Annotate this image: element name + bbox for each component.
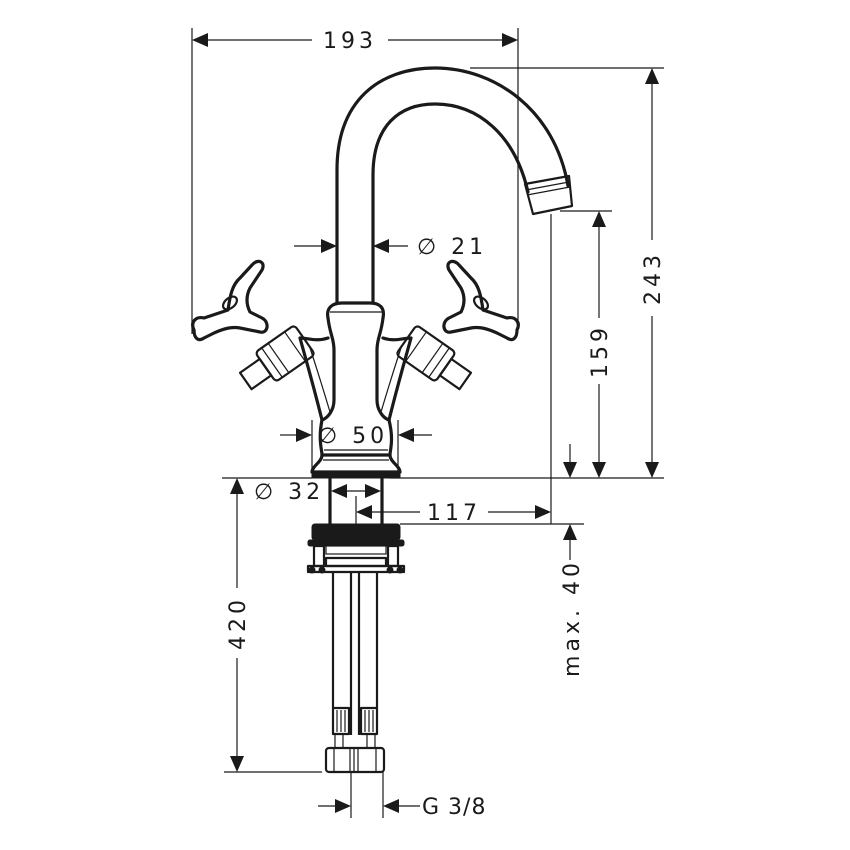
faucet-outline: [191, 66, 574, 774]
label-spout-diameter: ∅ 21: [417, 235, 487, 260]
dimension-lines: [191, 28, 664, 818]
dim-spout-height: [560, 210, 612, 478]
label-spout-reach: 117: [427, 501, 481, 526]
mounting-shank: [328, 476, 384, 526]
dim-hose-length: [224, 478, 322, 773]
dim-connection-thread: [318, 772, 420, 818]
dim-overall-height: [390, 67, 664, 479]
dim-overall-width: [191, 28, 519, 334]
label-max-deck: max. 40: [560, 559, 585, 677]
dimension-labels: 193 243 159 ∅ 21 ∅ 50 ∅ 32 117 max. 40 4…: [226, 29, 666, 820]
label-hose-length: 420: [226, 596, 251, 650]
label-shank-diameter: ∅ 32: [254, 480, 324, 505]
label-overall-height: 243: [641, 251, 666, 305]
label-connection-thread: G 3/8: [422, 795, 486, 820]
body-column: [320, 301, 391, 422]
label-spout-height: 159: [588, 324, 613, 378]
dim-spout-reach: [355, 496, 551, 524]
dim-spout-diameter: [294, 239, 408, 253]
right-handle: [380, 259, 520, 422]
label-overall-width: 193: [323, 29, 377, 54]
spout: [335, 66, 574, 304]
dim-max-deck: [400, 444, 584, 560]
supply-hoses: [324, 572, 386, 774]
label-base-diameter: ∅ 50: [318, 424, 388, 449]
body-base: [310, 418, 402, 479]
mounting-nut: [306, 523, 406, 574]
dim-base-diameter: [280, 420, 432, 472]
left-handle: [191, 259, 331, 422]
